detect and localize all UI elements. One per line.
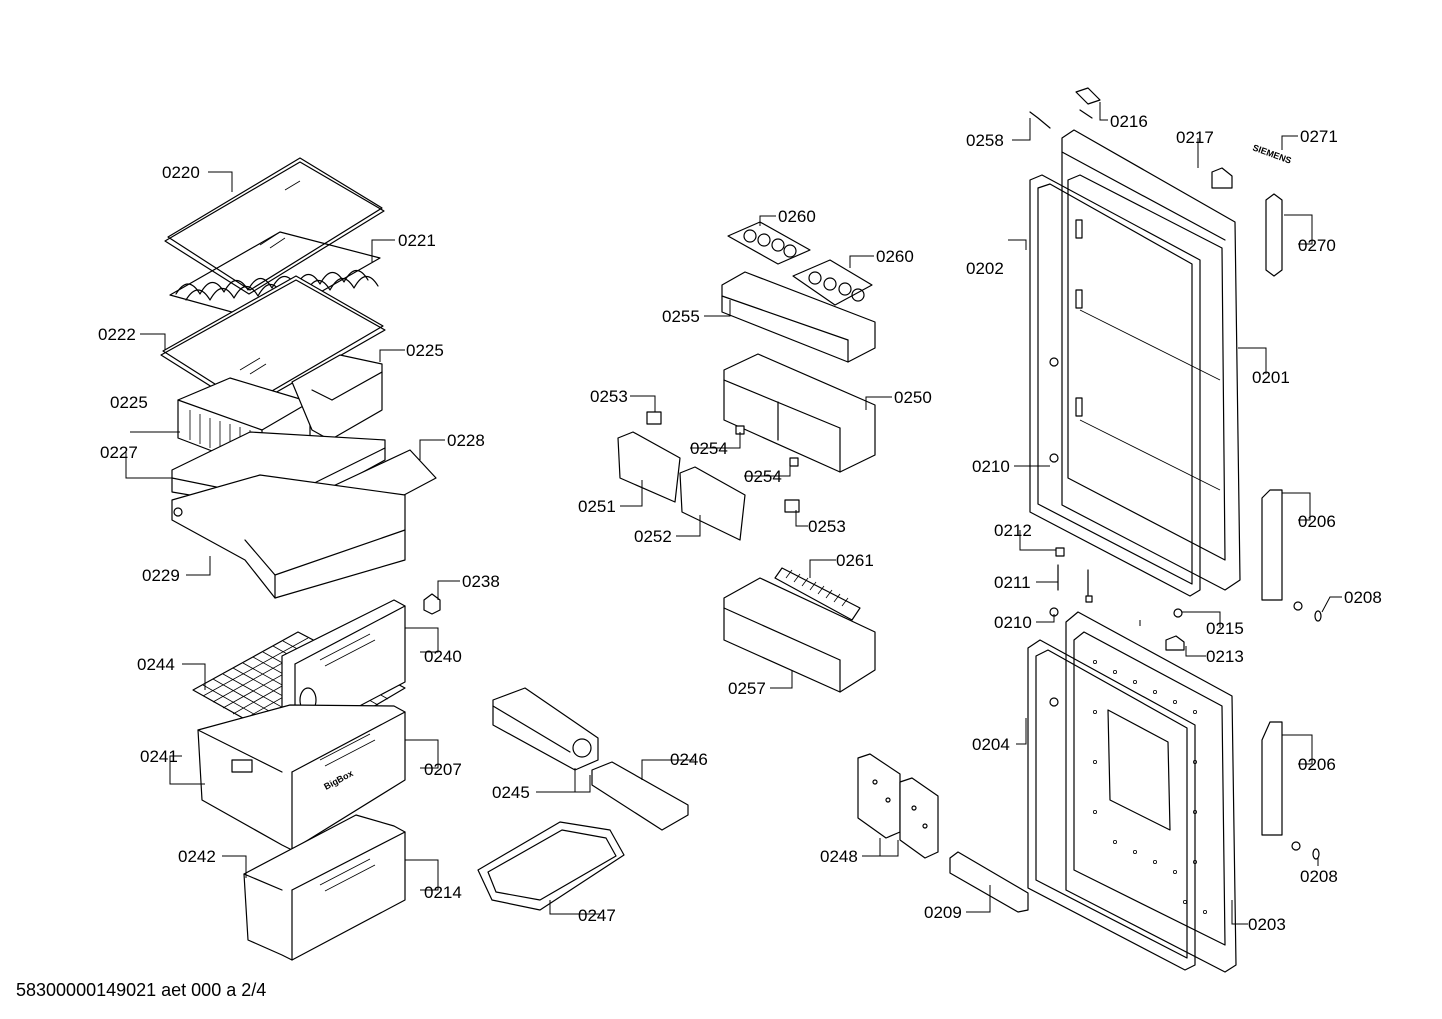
ice-packs-0248	[857, 753, 939, 859]
label-0214: 0214	[424, 883, 462, 902]
label-0247: 0247	[578, 906, 616, 925]
label-0221: 0221	[398, 231, 436, 250]
label-0270: 0270	[1298, 236, 1336, 255]
label-0220: 0220	[162, 163, 200, 182]
label-0204: 0204	[972, 735, 1010, 754]
door-shelf-0250	[723, 353, 876, 473]
label-0240: 0240	[424, 647, 462, 666]
label-0229: 0229	[142, 566, 180, 585]
egg-trays-0260	[727, 221, 873, 306]
label-0213: 0213	[1206, 647, 1244, 666]
label-0211: 0211	[994, 573, 1031, 592]
label-0207: 0207	[424, 760, 462, 779]
label-0202: 0202	[966, 259, 1004, 278]
hinge-small-parts	[1049, 547, 1322, 860]
label-0201: 0201	[1252, 368, 1290, 387]
top-parts-0216-0258-0217	[1029, 87, 1233, 189]
lower-door-0203	[1065, 611, 1237, 973]
label-0208-upper: 0208	[1344, 588, 1382, 607]
label-0216: 0216	[1110, 112, 1148, 131]
label-0250: 0250	[894, 388, 932, 407]
label-0257: 0257	[728, 679, 766, 698]
label-0260-upper: 0260	[778, 207, 816, 226]
label-0225-lower: 0225	[110, 393, 148, 412]
label-0212: 0212	[994, 521, 1032, 540]
label-0252: 0252	[634, 527, 672, 546]
label-0254-lower: 0254	[744, 467, 782, 486]
label-0217: 0217	[1176, 128, 1214, 147]
label-0255: 0255	[662, 307, 700, 326]
door-shelf-0255	[721, 271, 876, 363]
bottle-shelf-0257-0261	[723, 567, 876, 693]
label-0244: 0244	[137, 655, 175, 674]
label-0258: 0258	[966, 131, 1004, 150]
handle-0270	[1265, 193, 1283, 277]
dividers-0251-0252	[617, 431, 746, 541]
glass-shelf-0220	[164, 157, 385, 295]
drawing-reference-footer: 58300000149021 aet 000 a 2/4	[16, 980, 267, 1000]
label-0210-upper: 0210	[972, 457, 1010, 476]
lower-door-seal-0204	[1027, 639, 1196, 971]
butter-box-0245	[492, 687, 599, 771]
label-0261: 0261	[836, 551, 874, 570]
bigbox-drawer-0241-0207: BigBox	[197, 704, 406, 851]
label-0271: 0271	[1300, 127, 1338, 146]
brand-badge-0271: SIEMENS	[1251, 142, 1292, 165]
label-0209: 0209	[924, 903, 962, 922]
label-0208-lower: 0208	[1300, 867, 1338, 886]
small-drawer-0242-0214	[243, 814, 406, 961]
label-0225-upper: 0225	[406, 341, 444, 360]
brand-name: SIEMENS	[1251, 142, 1292, 165]
upper-door-0201	[1061, 129, 1241, 591]
label-0203: 0203	[1248, 915, 1286, 934]
label-0238: 0238	[462, 572, 500, 591]
label-0206-upper: 0206	[1298, 512, 1336, 531]
side-clips-0253	[646, 411, 800, 513]
hinges-0206	[1261, 489, 1283, 836]
label-0246: 0246	[670, 750, 708, 769]
label-0222: 0222	[98, 325, 136, 344]
leader-lines	[125, 102, 1342, 925]
label-0248: 0248	[820, 847, 858, 866]
label-0242: 0242	[178, 847, 216, 866]
label-0254-upper: 0254	[690, 439, 728, 458]
label-0251: 0251	[578, 497, 616, 516]
label-0253-upper: 0253	[590, 387, 628, 406]
label-0260-lower: 0260	[876, 247, 914, 266]
small-tray-0246	[591, 761, 689, 831]
strip-0209	[949, 851, 1029, 913]
large-tray-0247	[477, 821, 625, 911]
label-0215: 0215	[1206, 619, 1244, 638]
part-labels: 0220 0221 0222 0225 0225 0227 0228 0229 …	[98, 112, 1382, 934]
label-0227: 0227	[100, 443, 138, 462]
clip-0238	[423, 593, 441, 615]
label-0245: 0245	[492, 783, 530, 802]
label-0210-lower: 0210	[994, 613, 1032, 632]
label-0253-lower: 0253	[808, 517, 846, 536]
label-0228: 0228	[447, 431, 485, 450]
upper-door-seal-0202	[1029, 174, 1201, 597]
drawer-0229	[171, 474, 406, 599]
label-0206-lower: 0206	[1298, 755, 1336, 774]
label-0241: 0241	[140, 747, 178, 766]
